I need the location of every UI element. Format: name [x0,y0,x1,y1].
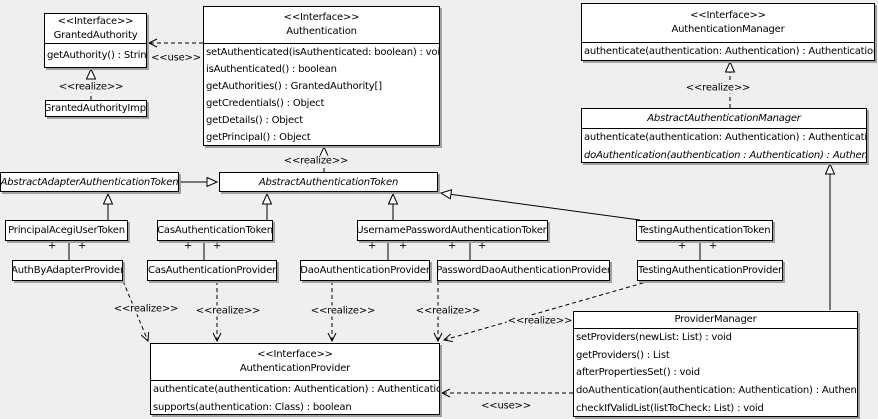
class-username-password-authentication-token[interactable]: UsernamePasswordAuthenticationToken [357,220,548,241]
method: checkIfValidList(listToCheck: List) : vo… [576,402,764,414]
class-authentication-manager[interactable]: <<Interface>> AuthenticationManager auth… [581,3,875,61]
realize-stereotype-label: <<realize>> [194,305,262,317]
class-header: ProviderManager [574,312,857,329]
association-plus-label: + [677,240,687,252]
method: authenticate(authentication: Authenticat… [153,384,439,395]
class-abstract-authentication-manager[interactable]: AbstractAuthenticationManager authentica… [581,108,867,163]
edge-realize-testing-provider [442,280,651,343]
class-name: AbstractAdapterAuthenticationToken [1,176,178,188]
association-plus-label: + [77,240,87,252]
edge-realize-authbyadapter-provider [122,280,150,343]
association-plus-label: + [367,240,377,252]
realize-stereotype-label: <<realize>> [112,303,180,315]
class-testing-authentication-token[interactable]: TestingAuthenticationToken [636,220,773,241]
class-name: AuthenticationProvider [239,363,351,374]
class-name: CasAuthenticationProvider [148,265,276,276]
class-provider-manager[interactable]: ProviderManager setProviders(newList: Li… [573,311,858,417]
method: getAuthority() : String [47,50,146,61]
class-granted-authority[interactable]: <<Interface>> GrantedAuthority getAuthor… [44,13,147,68]
stereotype-label: <<Interface>> [690,10,766,21]
method: setProviders(newList: List) : void [576,332,732,343]
method: isAuthenticated() : boolean [206,64,337,76]
class-header: <<Interface>> Authentication [204,7,439,44]
class-name: GrantedAuthority [53,29,138,41]
class-authentication-provider[interactable]: <<Interface>> AuthenticationProvider aut… [150,343,440,415]
class-testing-authentication-provider[interactable]: TestingAuthenticationProvider [637,260,783,281]
association-plus-label: + [398,240,408,252]
association-plus-label: + [477,240,487,252]
method: authenticate(authentication: Authenticat… [584,132,866,143]
method: getDetails() : Object [206,115,303,127]
class-name: ProviderManager [674,314,757,325]
class-name: DaoAuthenticationProvider [301,265,429,276]
class-name: AuthByAdapterProvider [13,265,122,276]
class-name: TestingAuthenticationToken [638,225,771,236]
realize-stereotype-label: <<realize>> [414,305,482,317]
realize-stereotype-label: <<realize>> [57,81,125,93]
method: getAuthorities() : GrantedAuthority[] [206,81,382,93]
method: doAuthentication(authentication: Authent… [576,385,857,397]
class-auth-by-adapter-provider[interactable]: AuthByAdapterProvider [12,260,123,281]
realize-stereotype-label: <<realize>> [684,82,752,94]
method: getProviders() : List [576,349,670,361]
method: setAuthenticated(isAuthenticated: boolea… [206,47,439,58]
use-stereotype-label: <<use>> [480,400,532,412]
realize-stereotype-label: <<realize>> [506,315,574,327]
class-header: AbstractAuthenticationManager [582,109,866,129]
association-plus-label: + [708,240,718,252]
method: afterPropertiesSet() : void [576,367,700,379]
association-plus-label: + [447,240,457,252]
class-name: UsernamePasswordAuthenticationToken [358,225,547,236]
realize-stereotype-label: <<realize>> [309,305,377,317]
class-name: Authentication [286,26,357,37]
stereotype-label: <<Interface>> [283,12,360,23]
stereotype-label: <<Interface>> [57,15,134,27]
class-cas-authentication-token[interactable]: CasAuthenticationToken [157,220,273,241]
association-plus-label: + [183,240,193,252]
class-header: <<Interface>> AuthenticationManager [582,4,874,43]
class-password-dao-authentication-provider[interactable]: PasswordDaoAuthenticationProvider [437,260,610,281]
class-granted-authority-impl[interactable]: GrantedAuthorityImpl [45,100,147,117]
method: getPrincipal() : Object [206,132,311,144]
association-plus-label: + [47,240,57,252]
class-name: GrantedAuthorityImpl [46,103,146,114]
association-plus-label: + [212,240,222,252]
stereotype-label: <<Interface>> [257,349,333,360]
method: getCredentials() : Object [206,98,325,110]
class-header: <<Interface>> GrantedAuthority [45,14,146,44]
class-authentication[interactable]: <<Interface>> Authentication setAuthenti… [203,6,440,146]
class-name: CasAuthenticationToken [158,225,272,236]
class-name: TestingAuthenticationProvider [638,265,782,276]
class-principal-acegi-user-token[interactable]: PrincipalAcegiUserToken [5,220,128,241]
class-abstract-adapter-authentication-token[interactable]: AbstractAdapterAuthenticationToken [0,172,179,192]
use-stereotype-label: <<use>> [150,52,202,64]
class-abstract-authentication-token[interactable]: AbstractAuthenticationToken [219,172,438,192]
realize-stereotype-label: <<realize>> [282,155,350,167]
class-dao-authentication-provider[interactable]: DaoAuthenticationProvider [300,260,430,281]
class-name: AbstractAuthenticationToken [258,176,399,188]
method: authenticate(authentication: Authenticat… [584,46,874,57]
edge-gen-testing-token [441,193,641,221]
class-header: <<Interface>> AuthenticationProvider [151,344,439,381]
class-name: AuthenticationManager [671,24,785,35]
class-name: AbstractAuthenticationManager [647,112,801,124]
method: doAuthentication(authentication : Authen… [584,149,866,161]
class-cas-authentication-provider[interactable]: CasAuthenticationProvider [147,260,277,281]
method: supports(authentication: Class) : boolea… [153,401,352,413]
class-name: PrincipalAcegiUserToken [8,225,125,236]
class-name: PasswordDaoAuthenticationProvider [438,265,609,276]
